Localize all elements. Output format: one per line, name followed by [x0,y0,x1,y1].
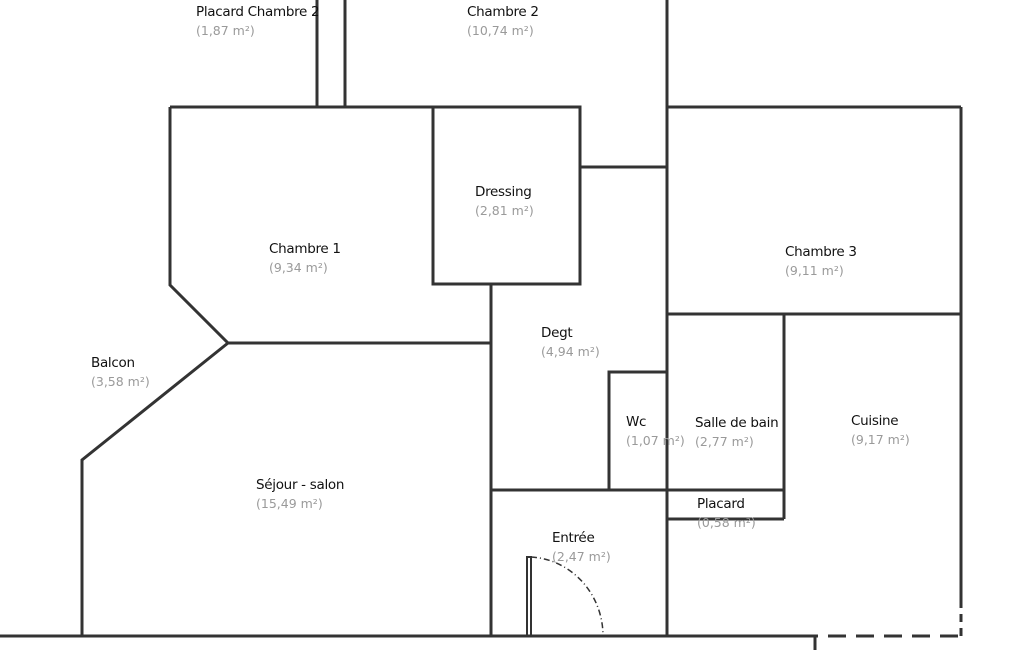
room-area: (2,47 m²) [552,549,611,564]
room-balcon: Balcon (3,58 m²) [91,355,150,389]
room-wc: Wc (1,07 m²) [626,414,685,448]
wall [607,370,667,490]
dressing-walls [431,105,582,286]
room-chambre-1: Chambre 1 (9,34 m²) [269,241,341,275]
room-name: Degt [541,325,573,341]
entry-door-swing [530,556,604,637]
room-area: (9,11 m²) [785,263,844,278]
room-area: (2,77 m²) [695,434,754,449]
room-salle-de-bain: Salle de bain (2,77 m²) [695,415,779,449]
room-name: Cuisine [851,413,899,429]
room-dressing: Dressing (2,81 m²) [475,184,534,218]
room-name: Dressing [475,184,532,200]
room-area: (9,17 m²) [851,432,910,447]
room-sejour-salon: Séjour - salon (15,49 m²) [256,477,344,511]
room-name: Chambre 3 [785,244,857,260]
room-placard-chambre-2: Placard Chambre 2 (1,87 m²) [196,4,320,38]
room-area: (2,81 m²) [475,203,534,218]
room-name: Balcon [91,355,135,371]
room-name: Salle de bain [695,415,779,431]
room-entree: Entrée (2,47 m²) [552,530,611,564]
room-chambre-2: Chambre 2 (10,74 m²) [467,4,539,38]
room-area: (3,58 m²) [91,374,150,389]
wall [168,107,491,345]
room-area: (4,94 m²) [541,344,600,359]
room-area: (1,87 m²) [196,23,255,38]
room-area: (9,34 m²) [269,260,328,275]
room-name: Placard Chambre 2 [196,4,320,20]
room-name: Entrée [552,530,595,546]
room-name: Chambre 1 [269,241,341,257]
entry-door-leaf [526,556,532,636]
room-name: Chambre 2 [467,4,539,20]
room-degt: Degt (4,94 m²) [541,325,600,359]
room-placard: Placard (0,58 m²) [697,496,756,530]
room-area: (10,74 m²) [467,23,534,38]
room-area: (15,49 m²) [256,496,323,511]
room-name: Séjour - salon [256,477,345,493]
room-cuisine: Cuisine (9,17 m²) [851,413,910,447]
room-name: Placard [697,496,745,512]
wall [80,341,229,636]
room-name: Wc [626,414,647,430]
room-area: (0,58 m²) [697,515,756,530]
room-chambre-3: Chambre 3 (9,11 m²) [785,244,857,278]
room-area: (1,07 m²) [626,433,685,448]
